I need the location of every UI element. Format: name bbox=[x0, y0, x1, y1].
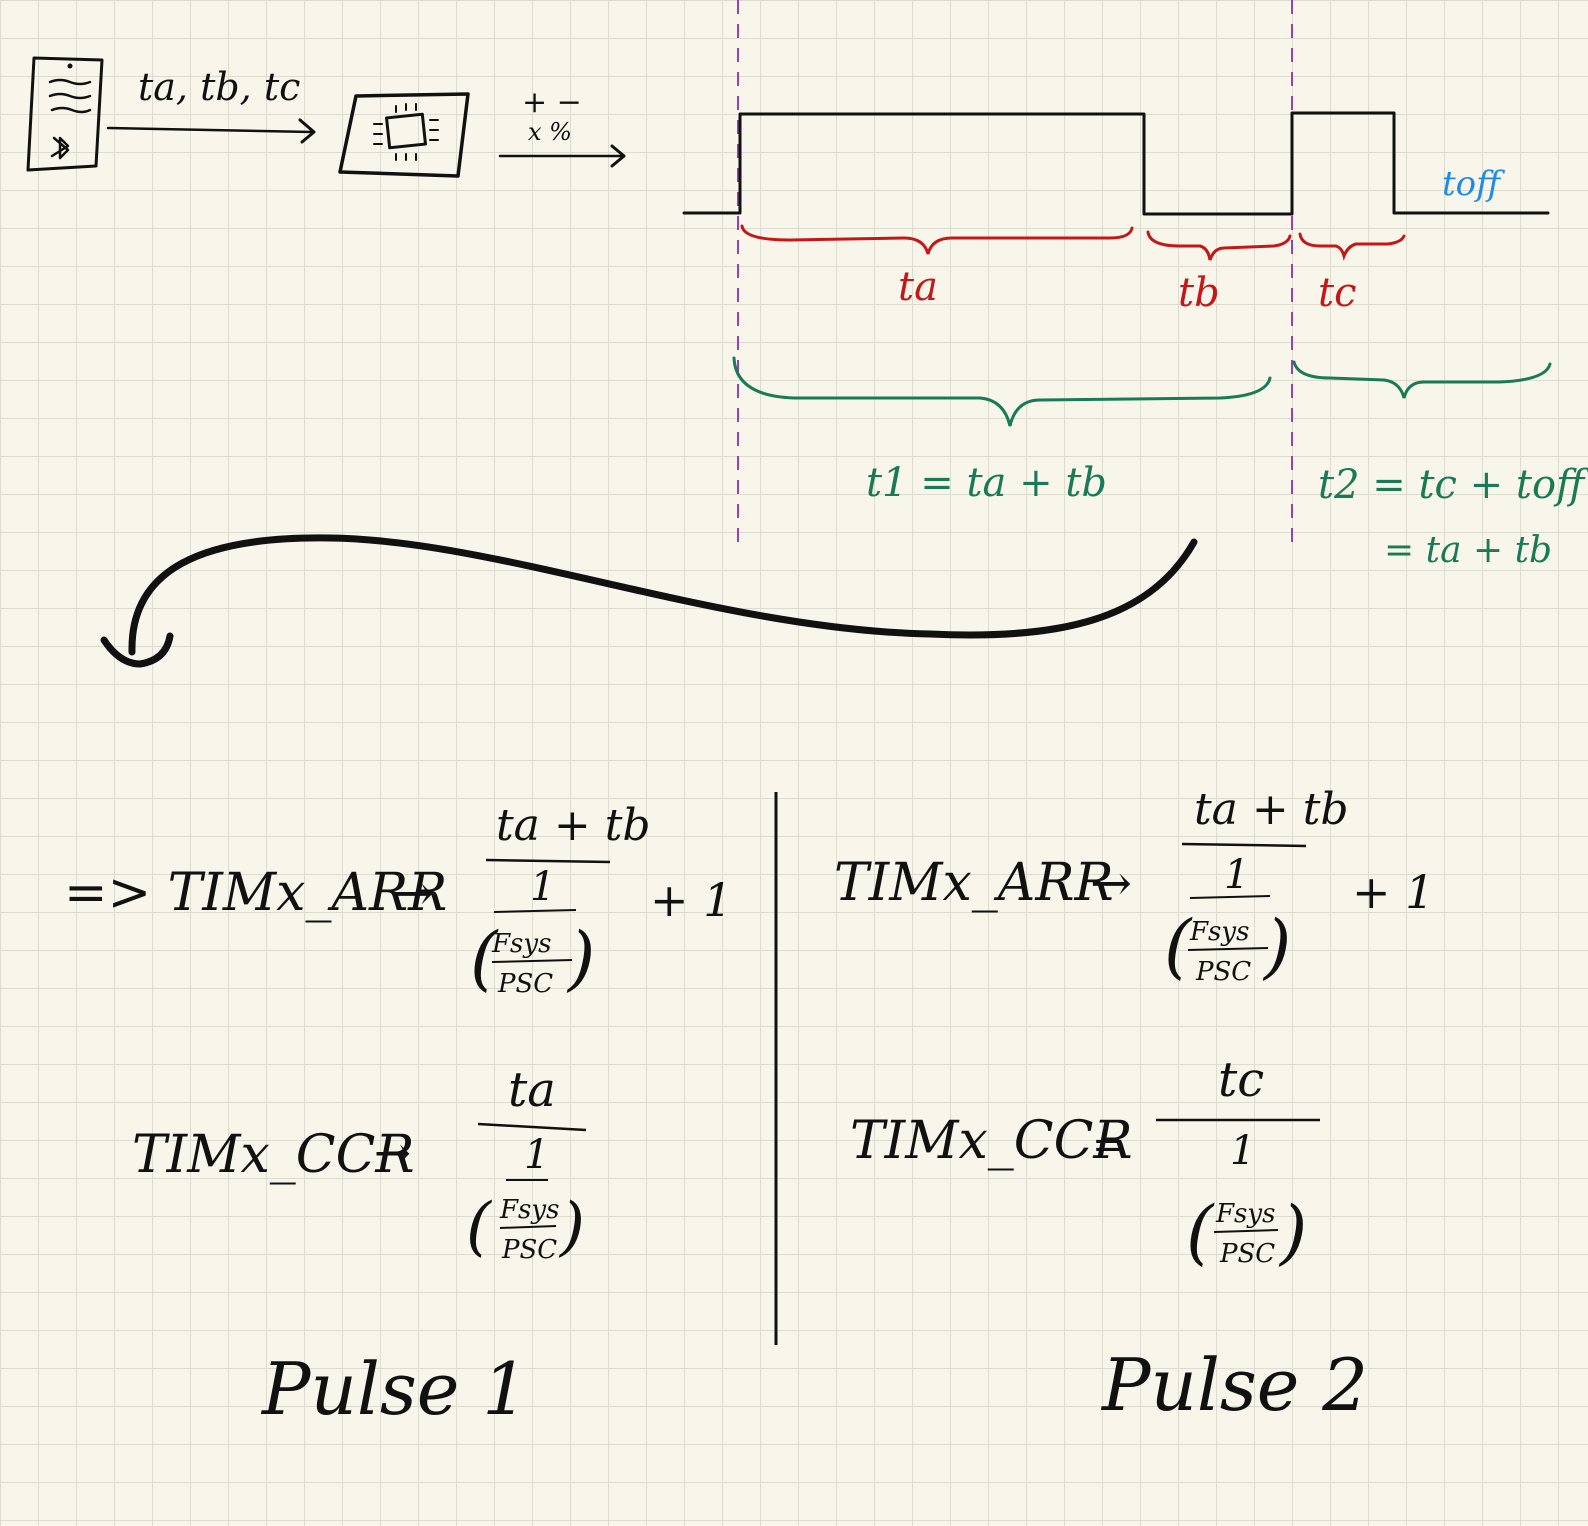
svg-text:(: ( bbox=[1186, 1191, 1215, 1273]
microcontroller-icon bbox=[338, 92, 470, 178]
t1-equation: t1 = ta + tb bbox=[866, 460, 1107, 506]
input-label: ta, tb, tc bbox=[138, 65, 300, 109]
pulse2-ccr-lhs: TIMx_CCR bbox=[850, 1111, 1133, 1171]
brace-tc bbox=[1298, 232, 1406, 261]
curved-arrow-head bbox=[100, 632, 174, 668]
pulse1-arr-arrow: → bbox=[392, 864, 434, 922]
brace-t2 bbox=[1292, 360, 1552, 399]
pulse2-ccr-equals: = bbox=[1092, 1122, 1126, 1168]
svg-text:): ) bbox=[558, 1190, 585, 1264]
brace-ta bbox=[740, 224, 1134, 255]
pulse2-arr-plus-one: + 1 bbox=[1352, 865, 1434, 919]
svg-text:(: ( bbox=[470, 917, 499, 999]
pulse1-arr-plus-one: + 1 bbox=[650, 873, 732, 927]
pulse1-ccr-arrow: → bbox=[374, 1128, 411, 1179]
pulse2-arr-fsys: Fsys bbox=[1189, 917, 1249, 947]
brace-t1 bbox=[732, 356, 1272, 427]
t2-equation-line1: t2 = tc + toff bbox=[1318, 462, 1588, 508]
pulse2-arr-numerator: ta + tb bbox=[1194, 784, 1349, 835]
pulse2-arr-psc: PSC bbox=[1195, 957, 1251, 987]
toff-label: toff bbox=[1442, 164, 1505, 204]
pulse2-ccr-psc: PSC bbox=[1219, 1239, 1275, 1269]
pulse1-arr-fraction-bar bbox=[485, 858, 611, 864]
pulse1-arr-fsys: Fsys bbox=[491, 929, 551, 959]
pulse1-arr-numerator: ta + tb bbox=[496, 800, 651, 851]
pulse1-ccr-fsys: Fsys bbox=[499, 1195, 559, 1225]
pulse2-ccr-fsys: Fsys bbox=[1215, 1199, 1275, 1229]
pulse2-arr-arrow: → bbox=[1090, 854, 1132, 912]
pulse2-arr-one: 1 bbox=[1224, 852, 1249, 898]
svg-text:(: ( bbox=[466, 1190, 493, 1264]
pulse2-ccr-numerator: tc bbox=[1218, 1052, 1264, 1108]
pulse1-ccr-formula: TIMx_CCR → ta 1 ( Fsys PSC ) bbox=[132, 1062, 587, 1265]
curved-arrow bbox=[128, 534, 1198, 656]
pulse1-ccr-lhs: TIMx_CCR bbox=[132, 1125, 415, 1185]
pulse1-caption: Pulse 1 bbox=[260, 1347, 528, 1431]
pulse1-ccr-numerator: ta bbox=[508, 1062, 556, 1118]
svg-text:): ) bbox=[1262, 905, 1291, 987]
pulse1-arr-formula: => TIMx_ARR → ta + tb 1 ( Fsys PSC ) + 1 bbox=[64, 800, 732, 999]
pulse2-arr-fraction-bar bbox=[1181, 842, 1307, 848]
pulse2-arr-lhs: TIMx_ARR bbox=[834, 853, 1114, 913]
pulse2-caption: Pulse 2 bbox=[1100, 1343, 1368, 1427]
t2-equation-line2: = ta + tb bbox=[1384, 530, 1552, 571]
pulse1-arr-one: 1 bbox=[530, 864, 555, 910]
phone-icon bbox=[26, 56, 104, 172]
arrow-to-mcu bbox=[106, 126, 314, 134]
svg-text:): ) bbox=[1278, 1191, 1307, 1273]
modifier-top: + − bbox=[522, 85, 582, 120]
pulse-waveform bbox=[682, 111, 1550, 216]
brace-tb bbox=[1146, 230, 1292, 261]
pulse2-ccr-one: 1 bbox=[1230, 1128, 1255, 1174]
pulse2-arr-formula: TIMx_ARR → ta + tb 1 ( Fsys PSC ) + 1 bbox=[834, 784, 1434, 987]
ta-label: ta bbox=[898, 264, 938, 310]
tb-label: tb bbox=[1178, 270, 1220, 316]
pulse2-ccr-formula: TIMx_CCR = tc 1 ( Fsys PSC ) bbox=[850, 1052, 1320, 1273]
tc-label: tc bbox=[1318, 270, 1356, 316]
svg-text:): ) bbox=[566, 917, 595, 999]
pulse1-ccr-one: 1 bbox=[524, 1132, 549, 1178]
pulse1-arr-psc: PSC bbox=[497, 969, 553, 999]
modifier-bottom: x % bbox=[528, 118, 572, 146]
svg-text:(: ( bbox=[1164, 905, 1193, 987]
pulse1-ccr-psc: PSC bbox=[501, 1235, 557, 1265]
pulse1-arr-lhs: => TIMx_ARR bbox=[64, 863, 447, 923]
